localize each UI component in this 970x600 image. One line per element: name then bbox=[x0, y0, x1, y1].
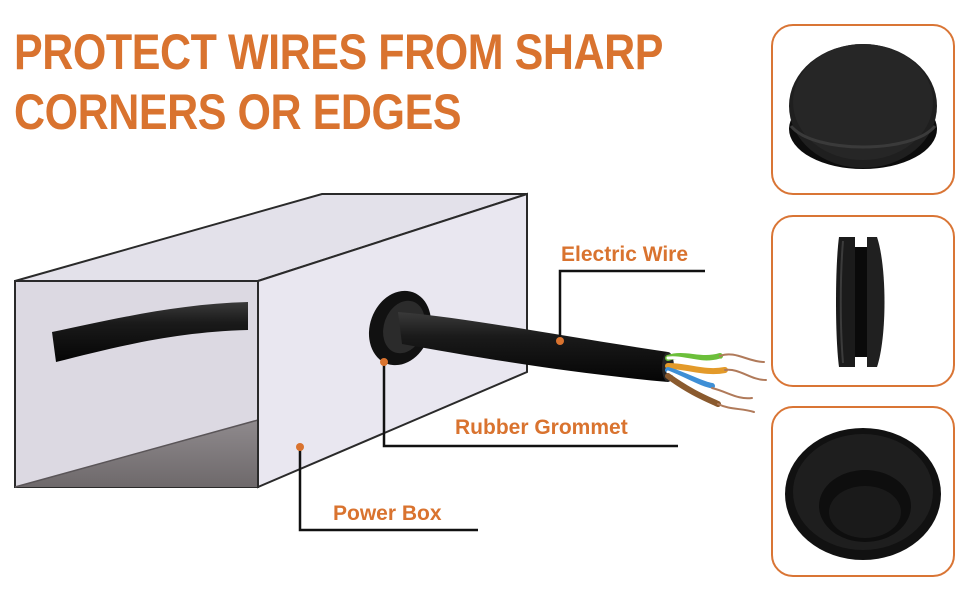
electric-wire bbox=[398, 312, 668, 382]
wire-inside-box bbox=[52, 302, 248, 362]
grommet-bottom-view-card bbox=[771, 406, 955, 577]
headline-line-2: CORNERS OR EDGES bbox=[14, 84, 462, 140]
leader-lines bbox=[298, 269, 705, 532]
grommet-top-view bbox=[789, 44, 937, 169]
headline-line-1: PROTECT WIRES FROM SHARP bbox=[14, 24, 664, 80]
electric-wire-label: Electric Wire bbox=[561, 243, 689, 266]
grommet-side-view bbox=[836, 237, 885, 367]
electric-wire-marker bbox=[556, 337, 564, 345]
grommet-bottom-view bbox=[785, 428, 941, 560]
rubber-grommet-label: Rubber Grommet bbox=[455, 416, 628, 439]
rubber-grommet-marker bbox=[380, 358, 388, 366]
power-box-marker bbox=[296, 443, 304, 451]
grommet-side-view-card bbox=[771, 215, 955, 387]
headline: PROTECT WIRES FROM SHARP CORNERS OR EDGE… bbox=[14, 22, 664, 142]
wire-strands bbox=[665, 353, 767, 413]
power-box-label: Power Box bbox=[333, 502, 442, 525]
grommet-top-view-card bbox=[771, 24, 955, 195]
